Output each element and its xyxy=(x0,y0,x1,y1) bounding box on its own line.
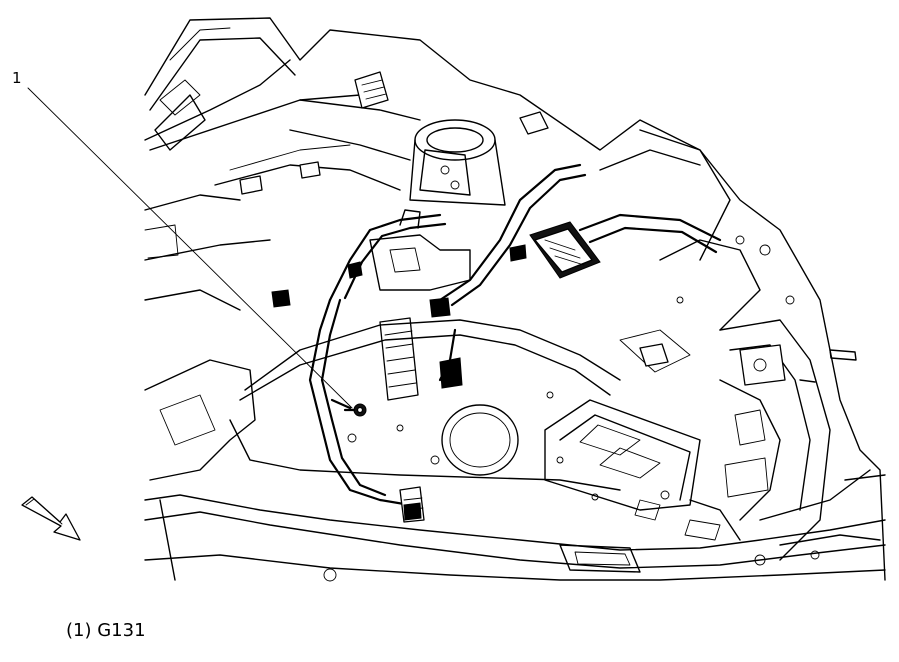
legend-caption: (1) G131 xyxy=(66,620,146,641)
callout-leader-line xyxy=(27,87,353,409)
diagram-illustration xyxy=(21,17,886,582)
callout-number: 1 xyxy=(12,69,22,87)
illustration-body xyxy=(144,17,886,582)
front-direction-arrow-icon xyxy=(21,496,81,541)
engine-compartment-diagram: 1 xyxy=(12,17,886,582)
